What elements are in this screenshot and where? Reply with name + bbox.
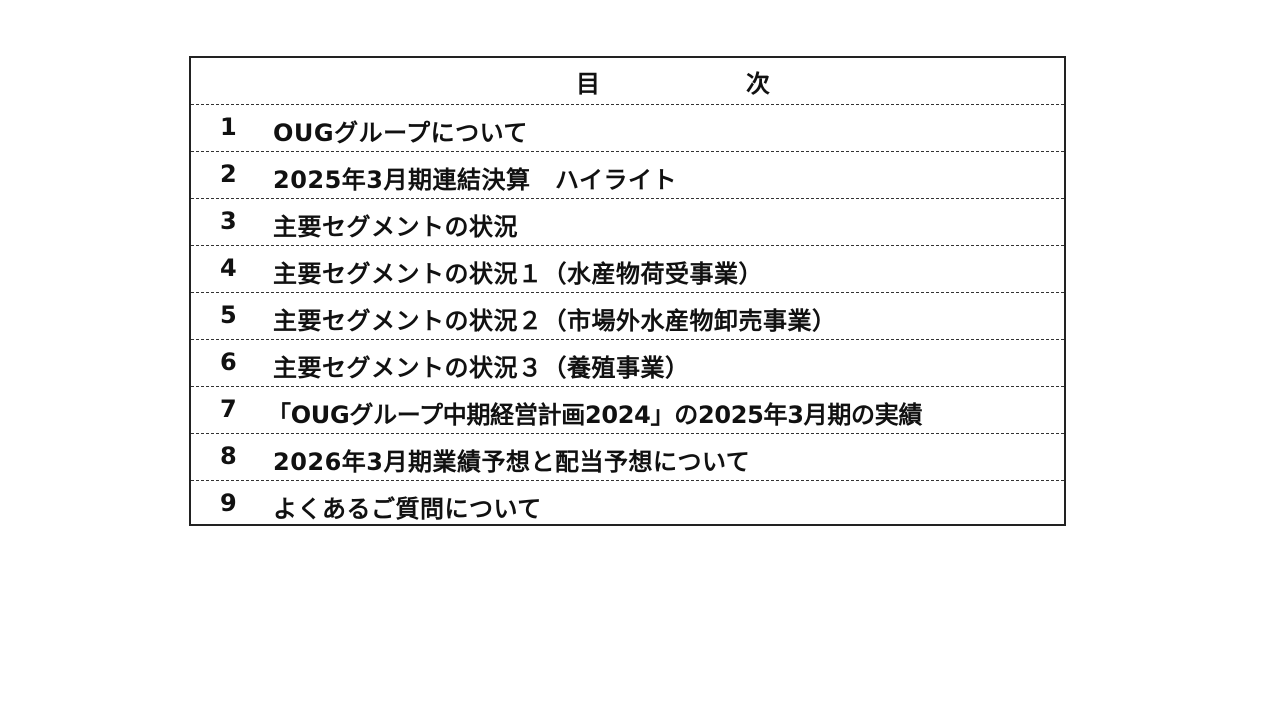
toc-item-number: 4 (220, 254, 237, 282)
toc-item[interactable]: 1 OUGグループについて (191, 105, 1064, 152)
toc-item-number: 3 (220, 207, 237, 235)
toc-item-label: OUGグループについて (273, 119, 528, 147)
toc-item-label: 主要セグメントの状況１（水産物荷受事業） (273, 260, 763, 288)
toc-item-number: 2 (220, 160, 237, 188)
toc-item-label: 主要セグメントの状況２（市場外水産物卸売事業） (273, 307, 837, 335)
toc-item-label: 主要セグメントの状況 (273, 213, 518, 241)
toc-item-number: 8 (220, 442, 237, 470)
toc-item[interactable]: 8 2026年3月期業績予想と配当予想について (191, 434, 1064, 481)
table-of-contents: 目 次 1 OUGグループについて 2 2025年3月期連結決算 ハイライト 3… (189, 56, 1066, 526)
toc-item-number: 9 (220, 489, 237, 517)
toc-item-label: 主要セグメントの状況３（養殖事業） (273, 354, 690, 382)
toc-item[interactable]: 2 2025年3月期連結決算 ハイライト (191, 152, 1064, 199)
toc-item[interactable]: 5 主要セグメントの状況２（市場外水産物卸売事業） (191, 293, 1064, 340)
toc-item[interactable]: 4 主要セグメントの状況１（水産物荷受事業） (191, 246, 1064, 293)
toc-item-number: 1 (220, 113, 237, 141)
toc-item-number: 5 (220, 301, 237, 329)
toc-item-number: 7 (220, 395, 237, 423)
toc-title-left: 目 (576, 70, 600, 98)
toc-item-label: 「OUGグループ中期経営計画2024」の2025年3月期の実績 (267, 401, 923, 429)
toc-header: 目 次 (191, 58, 1064, 105)
toc-item[interactable]: 9 よくあるご質問について (191, 481, 1064, 528)
toc-item[interactable]: 7 「OUGグループ中期経営計画2024」の2025年3月期の実績 (191, 387, 1064, 434)
toc-item-number: 6 (220, 348, 237, 376)
toc-item-label: よくあるご質問について (273, 495, 542, 523)
toc-item-label: 2025年3月期連結決算 ハイライト (273, 166, 678, 194)
toc-title-right: 次 (746, 70, 770, 98)
toc-item[interactable]: 3 主要セグメントの状況 (191, 199, 1064, 246)
toc-item-label: 2026年3月期業績予想と配当予想について (273, 448, 751, 476)
toc-item[interactable]: 6 主要セグメントの状況３（養殖事業） (191, 340, 1064, 387)
